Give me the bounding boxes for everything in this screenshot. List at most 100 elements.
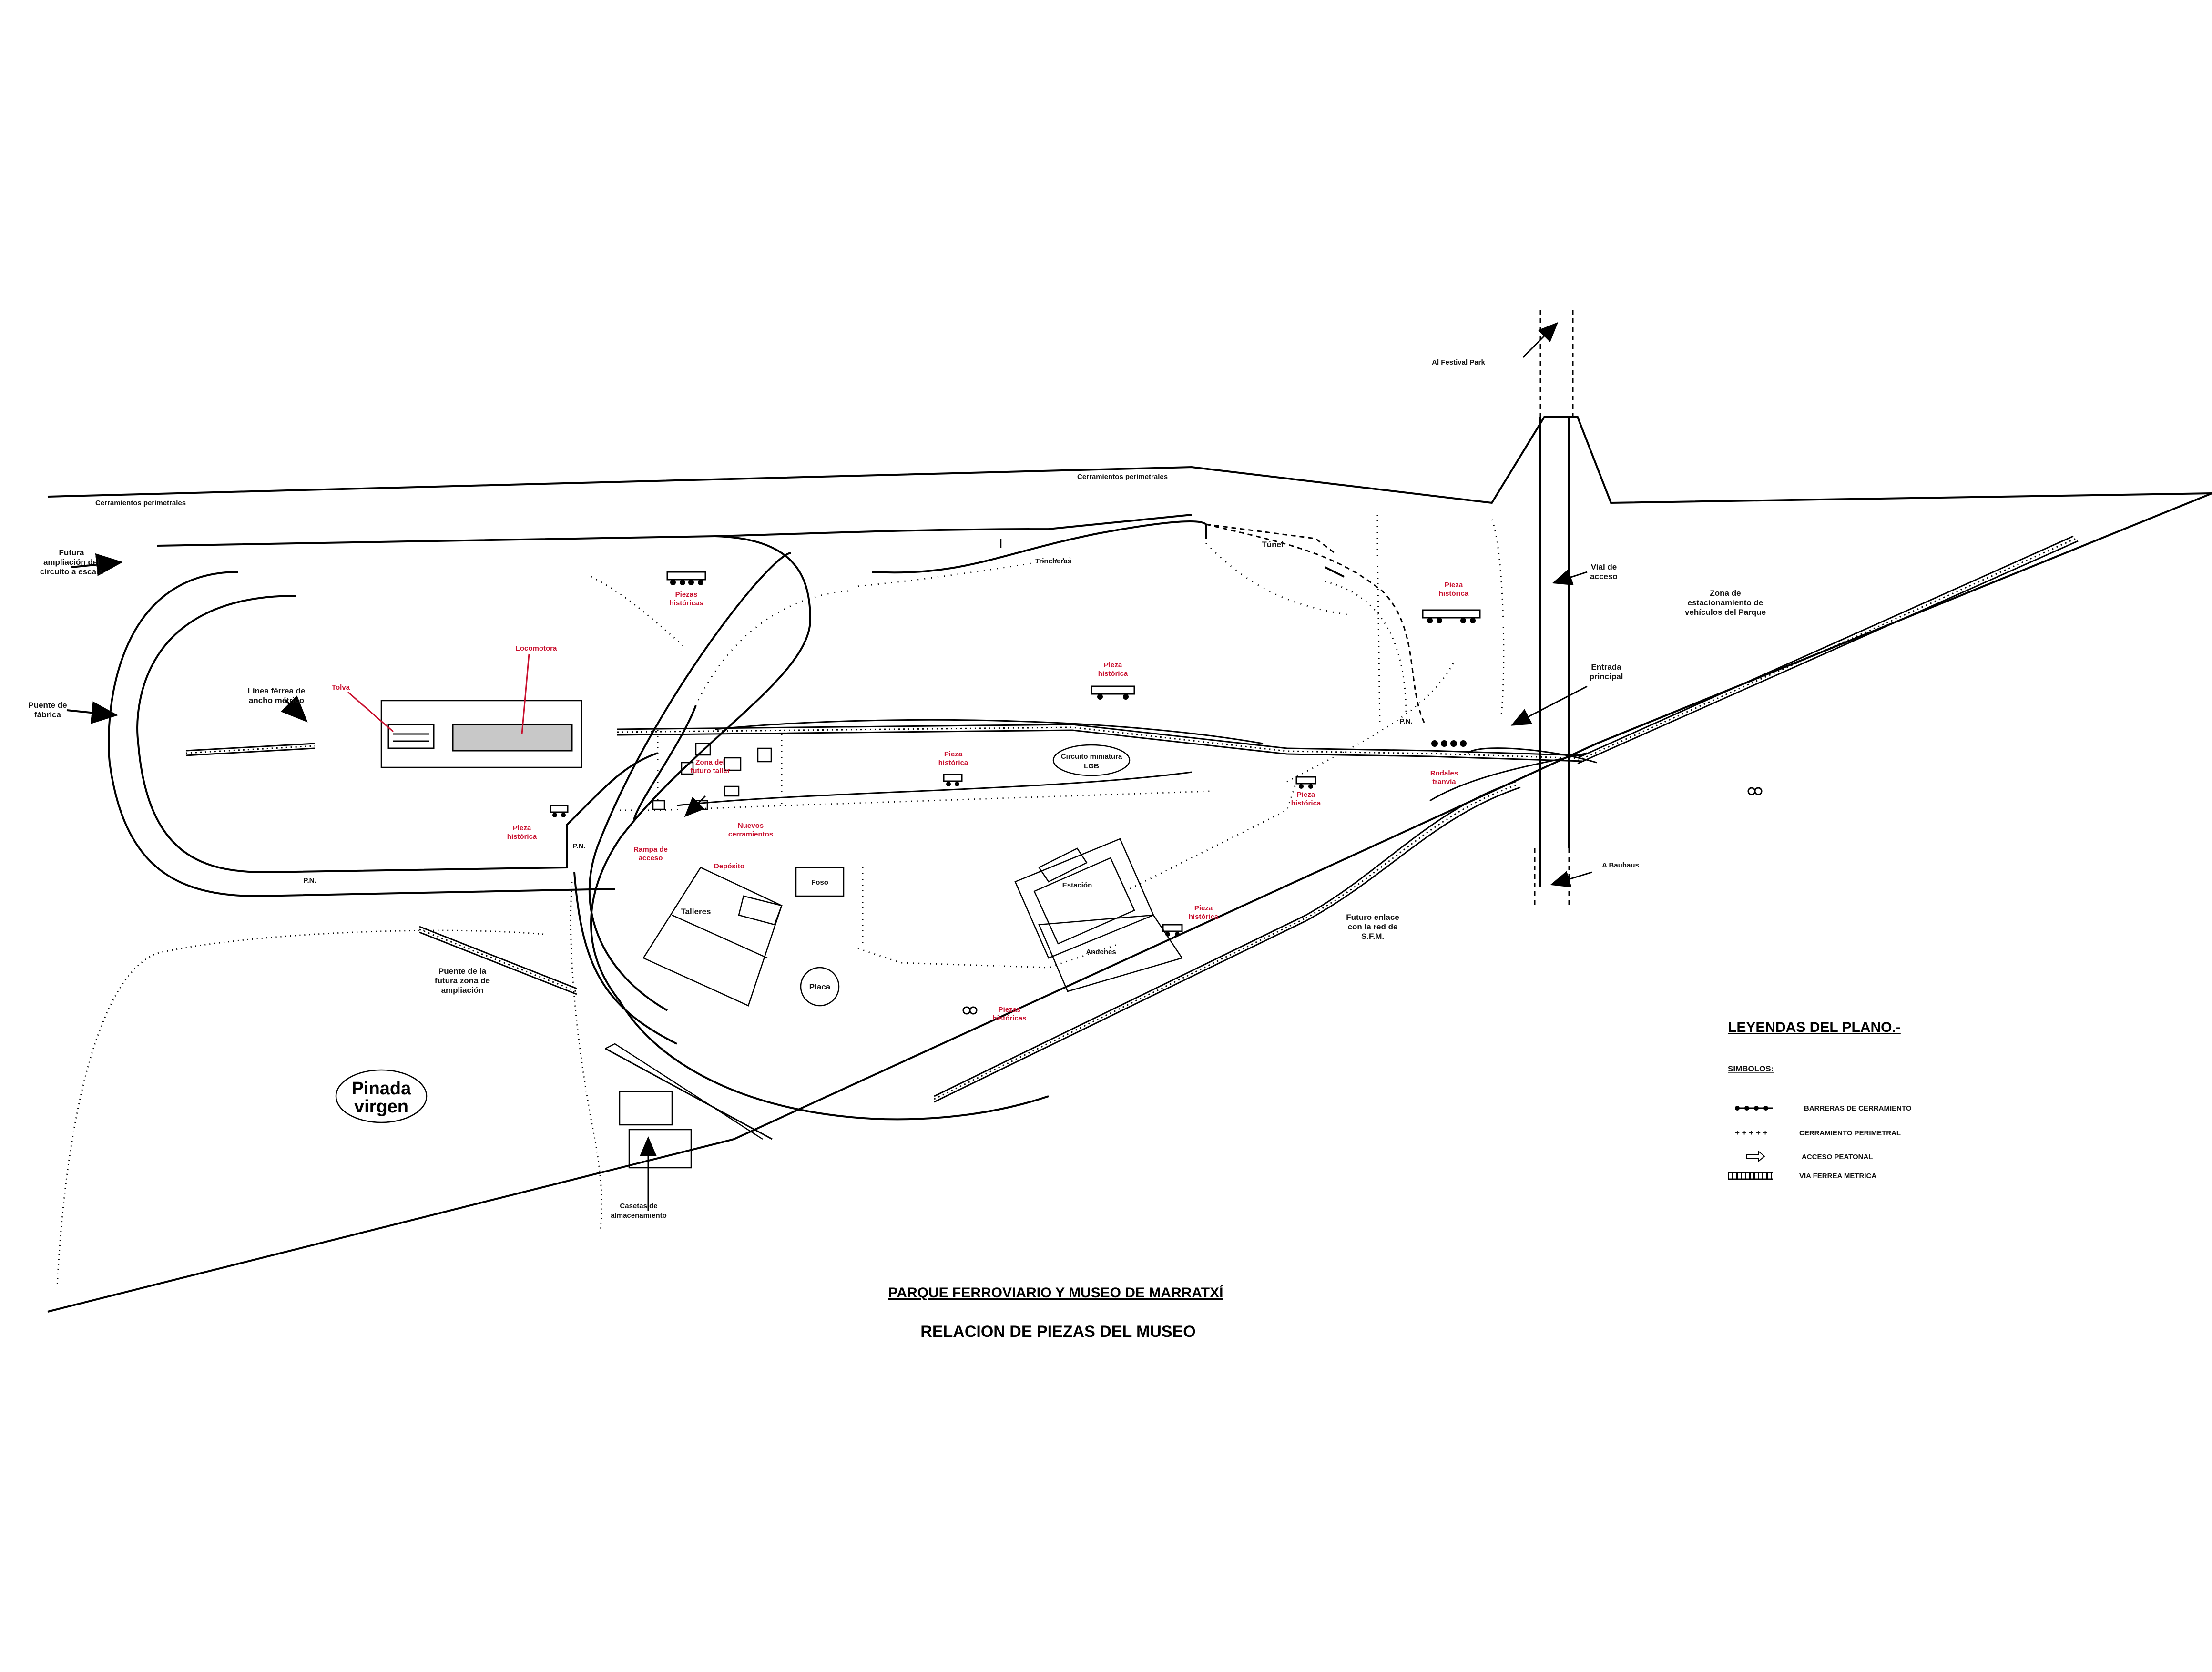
label-rampa: acceso [639,854,663,862]
map-labels: Cerramientos perimetrales Cerramientos p… [28,358,1766,1220]
label-futuro-enlace: S.F.M. [1361,932,1384,941]
label-rampa: Rampa de [633,846,668,854]
locomotive-platform [380,700,582,768]
wagon-icon [666,571,706,585]
label-pieza-center: Pieza [1104,661,1122,669]
label-vial: acceso [1590,572,1618,581]
wagon-icon [943,774,963,786]
label-deposito: Depósito [714,862,744,870]
label-pieza-left: histórica [507,833,537,841]
label-piezas-top: históricas [670,599,703,607]
svg-text:CERRAMIENTO PERIMETRAL: CERRAMIENTO PERIMETRAL [1799,1129,1901,1137]
svg-text:+ + + + +: + + + + + [1735,1128,1768,1137]
label-rodales: tranvía [1432,778,1456,786]
label-nuevos: cerramientos [728,830,773,838]
label-entrada: principal [1590,672,1623,681]
label-puente-futura: ampliación [441,986,484,995]
label-piezas-bottom: históricas [993,1014,1027,1022]
label-puente-fabrica: Puente de [28,701,67,710]
label-talleres: Talleres [681,907,711,916]
label-pieza-est: histórica [1189,913,1219,921]
label-nuevos: Nuevos [738,822,764,830]
wagon-icon [550,805,569,817]
label-locomotora: Locomotora [516,644,557,652]
label-vial: Vial de [1591,562,1617,571]
wheelset-icon [1431,740,1467,747]
site-boundary [47,416,2212,1313]
wagon-icon [1422,609,1481,623]
label-casetas: almacenamiento [611,1212,667,1220]
label-futuro-enlace: Futuro enlace [1346,913,1399,922]
pinada-zone [335,1069,428,1123]
label-pieza-mid: Pieza [944,750,963,758]
legend-item-barreras: BARRERAS DE CERRAMIENTO [1735,1104,1912,1112]
railway-tracks [185,535,2079,1140]
label-pieza-center: histórica [1098,670,1128,678]
circuit-road [108,514,1192,1121]
label-cerramientos-left: Cerramientos perimetrales [95,499,186,507]
label-futura: Futura [59,548,84,557]
inner-loop [633,520,1426,820]
label-tunel: Túnel [1262,540,1283,549]
label-foso: Foso [811,878,828,887]
label-pinada: virgen [354,1097,408,1117]
label-pieza-mid: histórica [938,759,968,767]
wagon-icon [1295,776,1316,789]
label-rodales: Rodales [1430,769,1458,777]
label-zona-taller: Zona del [695,758,725,766]
label-pieza-est: Pieza [1194,904,1213,912]
label-futura: circuito a escala [40,567,103,576]
plan-title: PARQUE FERROVIARIO Y MUSEO DE MARRATXÍ [888,1285,1224,1301]
label-piezas-bottom: Piezas [999,1006,1021,1014]
wagon-icons [550,571,1763,1015]
label-zona-est: vehículos del Parque [1685,608,1766,617]
red-labels: Tolva Locomotora Piezas históricas Pieza… [332,581,1469,1022]
plan-subtitle: RELACION DE PIEZAS DEL MUSEO [920,1323,1195,1341]
label-entrada: Entrada [1591,663,1621,672]
label-linea-ferrea: ancho métrico [249,696,304,705]
legend-heading: LEYENDAS DEL PLANO.- [1728,1020,1901,1035]
label-zona-taller: futuro taller [690,767,730,775]
label-pieza-right: histórica [1439,590,1469,598]
tunnel [1000,523,1345,578]
label-casetas: Casetas de [620,1202,657,1210]
arrows [66,322,1592,1211]
svg-text:ACCESO PEATONAL: ACCESO PEATONAL [1802,1153,1873,1161]
lgb-circuit [1052,744,1131,776]
label-circuito: Circuito miniatura [1061,753,1122,761]
label-andenes: Andenes [1086,948,1116,956]
legend-item-acceso: ACCESO PEATONAL [1746,1150,1873,1162]
label-puente-futura: Puente de la [438,967,487,976]
label-pn-left: P.N. [572,842,585,850]
svg-text:BARRERAS DE CERRAMIENTO: BARRERAS DE CERRAMIENTO [1804,1104,1912,1112]
label-trincheras: Trincheras [1035,557,1071,565]
label-pn-bottom: P.N. [303,877,316,885]
label-tolva: Tolva [332,683,350,692]
label-pieza-right: Pieza [1445,581,1463,589]
wheelset-icon [1747,787,1763,795]
label-estacion: Estación [1062,881,1092,889]
label-circuito: LGB [1084,762,1099,770]
label-pieza-left: Pieza [513,824,531,832]
wagon-icon [1162,924,1183,937]
wheelset-icon [962,1006,978,1015]
label-pieza-right2: histórica [1291,799,1321,807]
label-zona-est: Zona de [1710,589,1741,598]
label-al-festival: Al Festival Park [1432,358,1485,367]
buildings [605,743,1183,1169]
label-linea-ferrea: Linea férrea de [248,686,306,695]
legend-item-cerramiento: + + + + + CERRAMIENTO PERIMETRAL [1735,1128,1901,1137]
label-pn-right: P.N. [1399,717,1412,725]
label-cerramientos-top: Cerramientos perimetrales [1077,473,1168,481]
legend-simbolos: SIMBOLOS: [1728,1064,1774,1073]
label-puente-futura: futura zona de [435,976,490,985]
label-piezas-top: Piezas [675,591,698,599]
label-pinada: Pinada [352,1079,411,1099]
label-pieza-right2: Pieza [1297,791,1315,799]
label-zona-est: estacionamiento de [1688,598,1763,607]
label-futura: ampliación del [43,558,100,567]
label-a-bauhaus: A Bauhaus [1602,861,1639,869]
wagon-icon [1091,685,1135,700]
fence-lines [56,515,1505,1287]
